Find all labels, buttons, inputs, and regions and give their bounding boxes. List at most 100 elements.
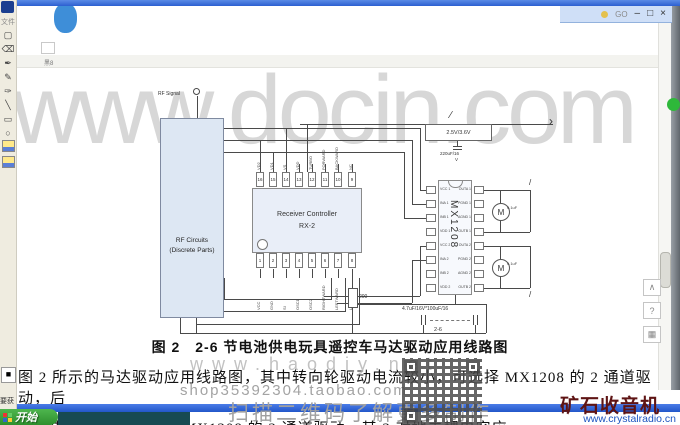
rx2-bottom-pin-label: LEFTWARD <box>334 288 339 310</box>
wire <box>196 324 197 333</box>
cell-range-label: 2-6 <box>434 327 442 333</box>
image-tool-icon[interactable] <box>2 156 15 168</box>
image-tool-icon[interactable] <box>2 140 15 152</box>
mx1208-chip <box>438 180 472 295</box>
start-label: 开始 <box>15 412 37 424</box>
wire <box>404 152 405 218</box>
rx2-bottom-pin: 4 <box>295 253 303 268</box>
status-dot-icon <box>601 10 609 18</box>
wire <box>453 149 462 150</box>
wire <box>260 140 261 172</box>
outer-scrollbar[interactable] <box>671 0 680 425</box>
wire <box>475 325 476 333</box>
wire <box>260 164 261 172</box>
brand-logo: 矿石收音机 <box>560 396 661 417</box>
eraser-tool-icon[interactable]: ⌫ <box>1 44 15 54</box>
cap-top-unit: V <box>455 157 459 162</box>
connection-slash: / <box>529 178 532 187</box>
body-paragraph: 图 2 所示的马达驱动应用线路图，其中转向轮驱动电流较小，可选择 MX1208 … <box>18 366 670 425</box>
taskbar-task-button[interactable] <box>58 412 190 425</box>
switch-icon: ∕ <box>450 110 452 121</box>
wire <box>337 303 412 304</box>
rf-circuits-block: RF Circuits(Discrete Parts) <box>160 118 224 318</box>
docin-watermark: www.docin.com <box>12 55 638 164</box>
mx-left-pin <box>426 200 436 208</box>
brush-tool-icon[interactable]: ✑ <box>4 86 12 96</box>
wire <box>273 152 274 172</box>
ellipse-tool-icon[interactable]: ○ <box>5 128 11 138</box>
windows-flag-icon <box>3 412 12 422</box>
rx2-bottom-pin-label: VCC <box>256 301 261 310</box>
wire <box>421 315 422 325</box>
wire <box>352 306 353 333</box>
docin-logo <box>54 3 77 33</box>
pencil-tool-icon[interactable]: ✎ <box>4 72 12 82</box>
mx-right-pin <box>474 186 484 194</box>
rx2-top-pin-label: NC <box>348 164 353 170</box>
rx2-top-pin: 14 <box>282 172 290 187</box>
cap-top-label: 220uF/16 <box>440 151 460 156</box>
mx-left-pin-label: VCC 2 <box>440 243 451 247</box>
back-to-top-button[interactable]: ∧ <box>643 279 661 296</box>
mx-right-pin <box>474 270 484 278</box>
start-button[interactable]: 开始 <box>0 409 58 425</box>
mx-left-pin <box>426 256 436 264</box>
site-watermark: www.haodiy.net <box>190 354 441 374</box>
mx-right-pin <box>474 200 484 208</box>
battery-block: 2.5V/3.6V <box>425 124 492 141</box>
mx-left-pin <box>426 214 436 222</box>
rf-box-title: RF Circuits <box>175 236 209 244</box>
wire <box>356 304 486 305</box>
wire <box>420 190 426 191</box>
wire <box>500 190 501 203</box>
rectangle-tool-icon[interactable]: ▭ <box>3 114 13 124</box>
palette-status-text: 要获 <box>0 398 14 405</box>
rx2-top-pin: 12 <box>308 172 316 187</box>
mx-left-pin-label: VCC 1 <box>440 187 451 191</box>
select-tool-icon[interactable]: ▢ <box>3 30 13 40</box>
wire <box>423 325 424 333</box>
wire <box>224 152 404 153</box>
color-swatch[interactable]: ■ <box>1 367 16 383</box>
wire <box>273 269 274 278</box>
rx2-bottom-pin-label: OSC2 <box>308 299 313 310</box>
document-scrollbar-track[interactable] <box>658 6 672 404</box>
minimize-button[interactable]: – <box>634 8 641 19</box>
mx-right-pin-label: PGND 2 <box>457 257 471 261</box>
wire <box>312 164 313 172</box>
wire <box>260 269 261 278</box>
wire <box>473 315 474 325</box>
wire <box>352 269 353 278</box>
mx-left-pin-label: INA 2 <box>440 257 449 261</box>
color-picker-tool-icon[interactable]: ✒ <box>4 58 12 68</box>
rx2-top-pin: 16 <box>256 172 264 187</box>
wire <box>307 124 308 172</box>
wire <box>412 260 413 303</box>
line-tool-icon[interactable]: ╲ <box>5 100 11 110</box>
window-title-bar[interactable] <box>0 0 680 6</box>
app-icon[interactable] <box>1 1 14 13</box>
motor-icon: M <box>492 203 510 221</box>
wire <box>484 246 530 247</box>
close-button[interactable]: × <box>660 8 666 19</box>
document-scrollbar-thumb[interactable] <box>660 252 671 288</box>
qr-widget-button[interactable]: ▦ <box>643 326 661 343</box>
mx-left-pin <box>426 242 436 250</box>
mx-right-pin-label: PGND 1 <box>457 201 471 205</box>
wire <box>325 164 326 172</box>
green-indicator-icon <box>667 98 680 111</box>
maximize-button[interactable]: □ <box>647 8 654 19</box>
mx-right-pin-label: OUTA 2 <box>458 243 471 247</box>
mx-left-pin-label: VDD 1 <box>440 229 451 233</box>
mx-right-pin-label: AGND 1 <box>457 215 471 219</box>
resistor-icon <box>348 288 358 308</box>
paragraph-line-2: 驱动电流较大，可选择 MX1208 的 2 通道驱动，其 2 对地去耦电容应 <box>18 417 670 425</box>
wire <box>530 190 531 232</box>
wire <box>425 315 426 325</box>
go-badge: GO <box>615 9 628 19</box>
qr-finder-icon <box>404 409 418 423</box>
help-button[interactable]: ? <box>643 302 661 319</box>
rx2-bottom-pin: 1 <box>256 253 264 268</box>
wire <box>197 96 198 118</box>
file-menu[interactable]: 文件 <box>1 19 15 26</box>
